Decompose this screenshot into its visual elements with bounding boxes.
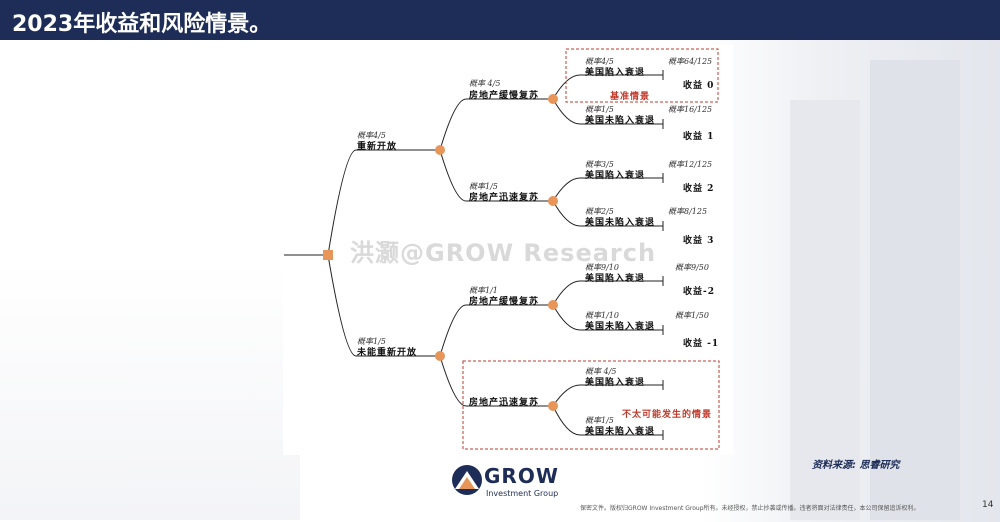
logo-subtitle: Investment Group xyxy=(486,489,559,498)
edge-3-1 xyxy=(552,74,663,100)
l2-prob-3: 概率1/1 xyxy=(469,286,498,295)
l3-return-5: 收益-2 xyxy=(683,287,715,297)
l1-prob-reopen: 概率4/5 xyxy=(357,131,386,140)
node-a-fast xyxy=(548,196,558,206)
header-bar xyxy=(0,0,1000,40)
edge-3-5 xyxy=(552,280,663,306)
l3-label-1: 美国陷入衰退 xyxy=(585,68,646,78)
node-b-fast xyxy=(548,401,558,411)
l3-joint-2: 概率16/125 xyxy=(668,105,713,114)
l3-prob-5: 概率9/10 xyxy=(585,263,619,272)
l3-return-2: 收益 1 xyxy=(683,132,715,142)
base-case-box xyxy=(565,48,719,103)
logo-wordmark: GROW xyxy=(484,464,559,488)
edge-not-reopen xyxy=(327,254,440,357)
edge-3-3 xyxy=(552,177,663,202)
l3-prob-2: 概率1/5 xyxy=(585,105,614,114)
l3-label-7: 美国陷入衰退 xyxy=(585,378,646,388)
l3-return-1: 收益 0 xyxy=(683,81,715,91)
l3-joint-3: 概率12/125 xyxy=(668,160,713,169)
watermark: 洪灏@GROW Research xyxy=(350,239,657,267)
grow-logo-icon xyxy=(452,465,482,495)
l3-return-3: 收益 2 xyxy=(683,184,715,194)
node-reopen xyxy=(435,145,445,155)
diagram-panel xyxy=(283,45,733,455)
l2-label-4: 房地产迅速复苏 xyxy=(469,398,540,408)
l3-prob-3: 概率3/5 xyxy=(585,160,614,169)
l3-label-2: 美国未陷入衰退 xyxy=(585,116,656,126)
l2-label-1: 房地产缓慢复苏 xyxy=(469,91,540,101)
edge-3-8 xyxy=(552,405,663,436)
l2-label-2: 房地产迅速复苏 xyxy=(469,193,540,203)
l3-label-4: 美国未陷入衰退 xyxy=(585,218,656,228)
page-title: 2023年收益和风险情景。 xyxy=(12,12,272,37)
l2-prob-1: 概率 4/5 xyxy=(469,79,501,88)
l3-label-8: 美国未陷入衰退 xyxy=(585,427,656,437)
l3-prob-8: 概率1/5 xyxy=(585,416,614,425)
base-case-label: 基准情景 xyxy=(610,92,651,102)
node-a-slow xyxy=(548,94,558,104)
edge-b-slow xyxy=(439,304,553,357)
edge-3-2 xyxy=(552,98,663,125)
footer-disclaimer: 保密文件。版权归GROW Investment Group所有。未经授权，禁止抄… xyxy=(580,505,920,512)
l3-prob-4: 概率2/5 xyxy=(585,207,614,216)
unlikely-case-box xyxy=(462,360,720,450)
l2-label-3: 房地产缓慢复苏 xyxy=(469,297,540,307)
l3-prob-7: 概率 4/5 xyxy=(585,367,617,376)
edge-a-fast xyxy=(439,149,553,202)
background-building-image xyxy=(700,40,1000,522)
l3-joint-5: 概率9/50 xyxy=(675,263,709,272)
l3-joint-6: 概率1/50 xyxy=(675,311,709,320)
l1-label-reopen: 重新开放 xyxy=(357,142,398,152)
root-node xyxy=(323,250,333,260)
l3-return-4: 收益 3 xyxy=(683,236,715,246)
source-note: 资料来源: 思睿研究 xyxy=(812,460,900,471)
edge-3-4 xyxy=(552,200,663,227)
node-b-slow xyxy=(548,300,558,310)
edge-3-6 xyxy=(552,304,663,331)
l3-prob-1: 概率4/5 xyxy=(585,57,614,66)
unlikely-case-label: 不太可能发生的情景 xyxy=(622,410,713,420)
l3-joint-4: 概率8/125 xyxy=(668,207,708,216)
l2-prob-2: 概率1/5 xyxy=(469,182,498,191)
l3-prob-6: 概率1/10 xyxy=(585,311,619,320)
l3-return-6: 收益 -1 xyxy=(683,339,720,349)
edge-a-slow xyxy=(439,98,553,151)
edge-b-fast xyxy=(439,355,553,407)
l3-joint-1: 概率64/125 xyxy=(668,57,713,66)
page-number: 14 xyxy=(982,500,994,510)
l3-label-5: 美国陷入衰退 xyxy=(585,274,646,284)
l1-label-not-reopen: 未能重新开放 xyxy=(357,348,418,358)
l3-label-6: 美国未陷入衰退 xyxy=(585,322,656,332)
edge-3-7 xyxy=(552,384,663,407)
l3-label-3: 美国陷入衰退 xyxy=(585,171,646,181)
background-gradient xyxy=(0,260,300,520)
node-not-reopen xyxy=(435,351,445,361)
l1-prob-not-reopen: 概率1/5 xyxy=(357,337,386,346)
edge-reopen xyxy=(327,149,440,256)
